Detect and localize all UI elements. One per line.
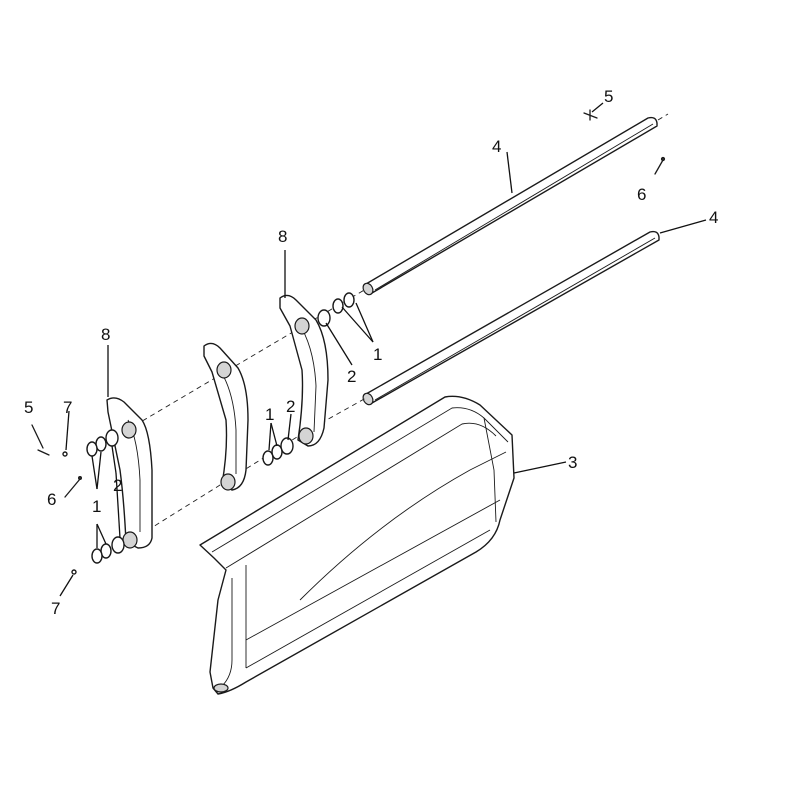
callout-6-left: 6: [47, 490, 56, 509]
callout-4-lower: 4: [709, 208, 718, 227]
spacer-ring-group-middle: [262, 437, 294, 466]
callout-5-left: 5: [24, 398, 33, 417]
axis-line-lower-left: [131, 431, 306, 541]
leader-lines: [59, 102, 707, 597]
callout-7-left: 7: [63, 398, 72, 417]
callout-7-bottom: 7: [51, 599, 60, 618]
callout-6-top: 6: [637, 185, 646, 204]
callout-2-middle: 2: [286, 397, 295, 416]
callout-1-middle: 1: [265, 405, 274, 424]
clip-left: [64, 476, 82, 498]
bracket-left: [106, 397, 153, 549]
callout-8-left: 8: [101, 325, 110, 344]
rod-lower: [362, 230, 660, 406]
pin-left: [31, 424, 50, 456]
callout-3: 3: [568, 453, 577, 472]
bracket-right: [279, 294, 329, 447]
spacer-ring-group-right: [317, 292, 355, 327]
callout-2-left: 2: [113, 476, 122, 495]
spacer-ring-group-left-lower: [91, 536, 125, 564]
callout-1-left: 1: [92, 497, 101, 516]
cover-panel: [199, 395, 515, 695]
callout-2-right: 2: [347, 367, 356, 386]
callout-4-upper: 4: [492, 137, 501, 156]
pin-top-right: [583, 109, 598, 121]
clip-top-right: [654, 156, 666, 175]
bracket-middle: [203, 342, 249, 491]
callout-1-right: 1: [373, 345, 382, 364]
rod-upper: [362, 113, 669, 296]
callout-5-top: 5: [604, 87, 613, 106]
washer-bottom-left: [71, 569, 77, 575]
washer-left: [62, 451, 68, 457]
callout-8-right: 8: [278, 227, 287, 246]
